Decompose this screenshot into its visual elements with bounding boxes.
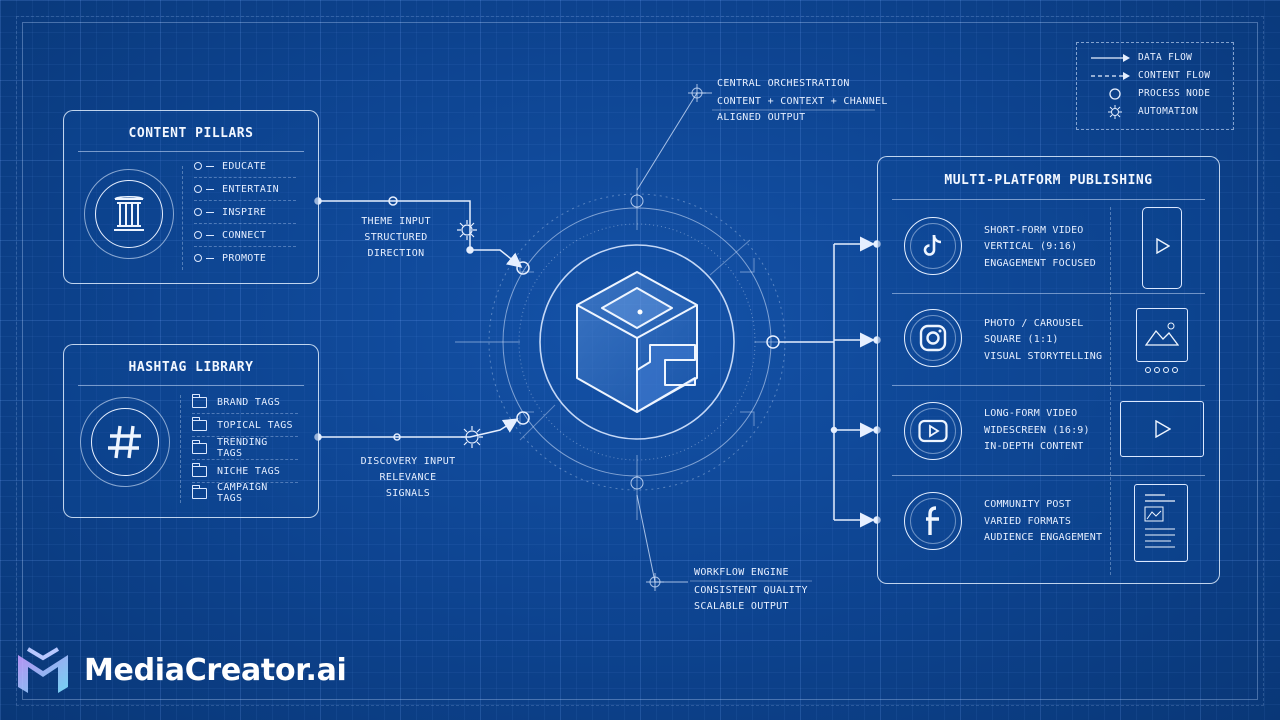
legend-item-data-flow: DATA FLOW [1077, 49, 1233, 67]
publishing-output-wires [766, 236, 881, 528]
discovery-input-label: DISCOVERY INPUT RELEVANCE SIGNALS [360, 456, 456, 499]
list-item: PROMOTE [194, 247, 296, 269]
outer-frame-dashed [16, 16, 1264, 706]
folder-icon [192, 439, 207, 454]
theme-input-label: THEME INPUT STRUCTURED DIRECTION [361, 216, 431, 259]
folder-icon [192, 393, 207, 408]
list-item: CAMPAIGN TAGS [192, 482, 298, 504]
hashtag-icon [91, 408, 159, 476]
solid-arrow-icon [1091, 54, 1130, 62]
circle-node-icon [1109, 88, 1121, 100]
list-item: INSPIRE [194, 201, 296, 224]
list-item: CONNECT [194, 224, 296, 247]
list-item: EDUCATE [194, 155, 296, 178]
pillar-icon [95, 180, 163, 248]
row-divider [892, 293, 1205, 294]
row-divider [892, 475, 1205, 476]
list-item: ENTERTAIN [194, 178, 296, 201]
publishing-row-photo: PHOTO / CAROUSEL SQUARE (1:1) VISUAL STO… [878, 294, 1219, 384]
publishing-panel: MULTI-PLATFORM PUBLISHING SHORT-FORM VID… [877, 156, 1220, 584]
legend-item-content-flow: CONTENT FLOW [1077, 67, 1233, 85]
folder-icon [192, 416, 207, 431]
gear-icon [1108, 105, 1122, 119]
workflow-annotation-leader [636, 494, 812, 591]
workflow-annotation-title: WORKFLOW ENGINE [694, 567, 789, 578]
panel-rule [892, 199, 1205, 200]
workflow-annotation-line3: SCALABLE OUTPUT [694, 601, 789, 612]
legend: DATA FLOW CONTENT FLOW PROCESS NODE AUTO… [1076, 42, 1234, 130]
cube-logo-icon [576, 271, 698, 413]
central-annotation-title: CENTRAL ORCHESTRATION [717, 78, 850, 89]
brand: MediaCreator.ai [14, 640, 347, 700]
legend-item-process-node: PROCESS NODE [1077, 85, 1233, 103]
hashtag-library-title: HASHTAG LIBRARY [128, 360, 254, 375]
mediacreator-logo-icon [18, 647, 68, 693]
folder-icon [192, 484, 207, 499]
workflow-annotation: WORKFLOW ENGINE CONSISTENT QUALITY SCALA… [694, 565, 808, 615]
youtube-icon [904, 402, 962, 460]
publishing-row-long-form: LONG-FORM VIDEO WIDESCREEN (16:9) IN-DEP… [878, 386, 1219, 476]
tiktok-icon [904, 217, 962, 275]
column-divider [1110, 207, 1111, 575]
central-annotation-line2: CONTENT + CONTEXT + CHANNEL [717, 96, 888, 107]
discovery-input-wire [314, 411, 530, 441]
list-item: TRENDING TAGS [192, 437, 298, 460]
list-item: BRAND TAGS [192, 391, 298, 414]
list-divider [182, 166, 184, 270]
row-divider [892, 385, 1205, 386]
instagram-icon [904, 309, 962, 367]
vertical-video-preview-icon [1142, 207, 1182, 289]
content-pillars-panel: CONTENT PILLARS EDUCATE ENTERTAIN INSPIR… [63, 110, 319, 284]
central-annotation-line3: ALIGNED OUTPUT [717, 112, 806, 123]
image-carousel-preview-icon [1136, 308, 1188, 362]
outer-frame [22, 22, 1258, 700]
publishing-row-short-form: SHORT-FORM VIDEO VERTICAL (9:16) ENGAGEM… [878, 201, 1219, 291]
gear-icon [461, 426, 483, 448]
list-divider [180, 395, 182, 503]
workflow-annotation-line2: CONSISTENT QUALITY [694, 585, 808, 596]
list-item: TOPICAL TAGS [192, 414, 298, 437]
folder-icon [192, 462, 207, 477]
hashtag-library-panel: HASHTAG LIBRARY BRAND TAGS TOPICAL TAGS … [63, 344, 319, 518]
content-pillars-title: CONTENT PILLARS [128, 126, 254, 141]
carousel-dots-icon [1145, 367, 1178, 373]
brand-name: MediaCreator.ai [84, 652, 347, 688]
list-item: NICHE TAGS [192, 460, 298, 483]
hashtag-icon-frame [80, 397, 170, 487]
panel-rule [78, 385, 304, 386]
central-annotation: CENTRAL ORCHESTRATION CONTENT + CONTEXT … [717, 76, 888, 126]
legend-item-automation: AUTOMATION [1077, 103, 1233, 121]
facebook-icon [904, 492, 962, 550]
publishing-row-community: COMMUNITY POST VARIED FORMATS AUDIENCE E… [878, 476, 1219, 566]
panel-rule [78, 151, 304, 152]
pillar-icon-frame [84, 169, 174, 259]
gear-icon [457, 220, 477, 240]
central-annotation-leader [636, 84, 875, 191]
document-post-preview-icon [1134, 484, 1188, 562]
dashed-arrow-icon [1091, 72, 1130, 80]
widescreen-video-preview-icon [1120, 401, 1204, 457]
publishing-title: MULTI-PLATFORM PUBLISHING [944, 173, 1153, 188]
